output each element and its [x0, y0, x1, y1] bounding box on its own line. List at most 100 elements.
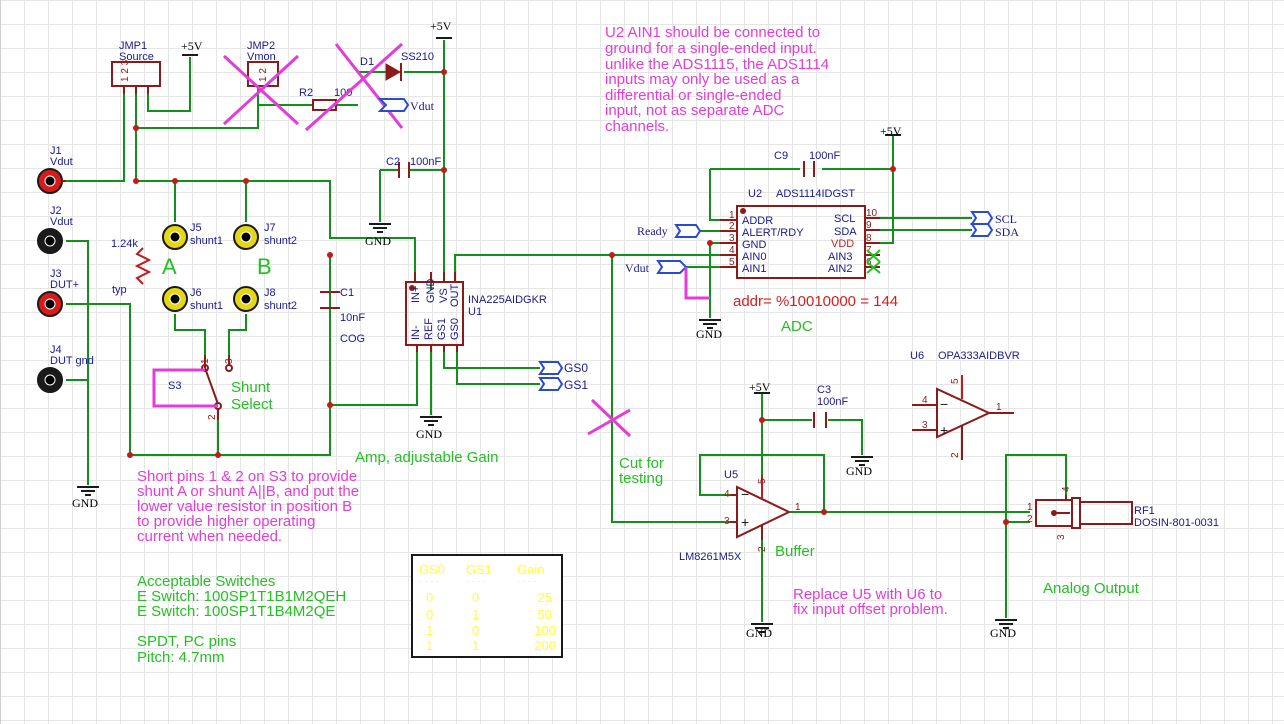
shunt-note: typ [112, 284, 127, 296]
u2-pinnum-9: 9 [866, 220, 872, 231]
j1-connector[interactable]: J1 Vdut [37, 145, 73, 194]
gnd-label: GND [416, 427, 442, 441]
j3-connector[interactable]: J3 DUT+ [37, 268, 79, 317]
scl-port[interactable]: SCL [970, 211, 1017, 226]
j8-ref: J8 [264, 287, 276, 299]
u2-pinnum-1: 1 [729, 210, 735, 221]
svg-text:shunt A or shunt A||B, and put: shunt A or shunt A||B, and put the [137, 483, 359, 500]
u1-ina225[interactable]: IN+ GND VS IN- REF GS1 GS0 OUT INA225AID… [405, 272, 547, 352]
d1-diode[interactable]: D1 SS210 [304, 42, 434, 132]
rf1-connector[interactable]: 1 2 4 3 RF1 DOSIN-801-0031 [1027, 486, 1219, 540]
svg-text:3: 3 [1056, 534, 1067, 540]
r2-ref: R2 [299, 87, 313, 99]
c9-ref: C9 [774, 150, 788, 162]
s3-pin2: 2 [207, 414, 218, 420]
cut-mark [587, 408, 631, 436]
gnd-label: GND [746, 626, 772, 640]
j2-connector[interactable]: J2 Vdut [37, 205, 73, 254]
rf1-ref: RF1 [1134, 505, 1155, 517]
jmp2-header[interactable]: JMP2 Vmon 1 2 [222, 40, 300, 126]
u6-opamp[interactable]: − + U6 OPA333AIDBVR 4 3 1 5 2 [910, 350, 1020, 460]
gain-cell: 0 [426, 590, 433, 605]
u1-pin-gs1: GS1 [436, 318, 448, 340]
amp-label: Amp, adjustable Gain [355, 449, 498, 466]
j6-jack[interactable]: J6 shunt1 [162, 286, 223, 312]
shunt-value: 1.24k [111, 238, 138, 250]
jmp1-ref: JMP1 [119, 40, 147, 52]
u1-pin-out: OUT [449, 284, 461, 308]
j8-jack[interactable]: J8 shunt2 [233, 286, 297, 312]
buffer-label: Buffer [775, 543, 815, 560]
gnd-label: GND [72, 496, 98, 510]
r2-resistor[interactable]: R2 100 [299, 87, 352, 111]
gain-cell: 0 [426, 607, 433, 622]
u2-pin-ain3: AIN3 [828, 251, 852, 263]
rf1-value: DOSIN-801-0031 [1134, 517, 1219, 529]
gnd-label: GND [990, 626, 1016, 640]
svg-text:Short pins 1 & 2 on S3 to prov: Short pins 1 & 2 on S3 to provide [137, 468, 357, 485]
gain-cell: 200 [534, 638, 556, 653]
gain-cell: 50 [538, 607, 552, 622]
ready-port[interactable]: Ready [637, 224, 702, 238]
sda-port[interactable]: SDA [970, 223, 1019, 239]
u2-pinnum-8: 8 [866, 233, 872, 244]
svg-text:3: 3 [724, 516, 730, 527]
gs1-port-label: GS1 [564, 378, 588, 392]
wires [66, 40, 1067, 622]
gs0-port[interactable]: GS0 [538, 361, 588, 375]
u2-ref: U2 [748, 188, 762, 200]
gnd-label: GND [696, 327, 722, 341]
c3-ref: C3 [817, 384, 831, 396]
s3-switch[interactable]: 1 3 2 S3 [152, 355, 235, 420]
svg-text:1: 1 [795, 502, 801, 513]
gs1-port[interactable]: GS1 [538, 377, 588, 392]
j4-ref: J4 [50, 344, 62, 356]
j3-ref: J3 [50, 268, 62, 280]
sda-port-label: SDA [995, 225, 1019, 239]
svg-text:Replace U5 with U6 to: Replace U5 with U6 to [793, 586, 942, 603]
gain-cell: 1 [472, 607, 479, 622]
c2-capacitor[interactable]: C2 100nF [386, 156, 441, 178]
svg-text:- - - -: - - - - [466, 576, 486, 586]
svg-text:4: 4 [724, 489, 730, 500]
gnd-rf1: GND [990, 619, 1017, 640]
svg-text:−: − [940, 396, 948, 412]
j7-ref: J7 [264, 222, 276, 234]
adc-label: ADC [781, 318, 813, 335]
shunt-select-label: Shunt Select [231, 379, 274, 413]
replace-note: Replace U5 with U6 to fix input offset p… [793, 586, 948, 618]
j7-jack[interactable]: J7 shunt2 [233, 222, 297, 250]
u2-ads1114[interactable]: U2 ADS1114IDGST ADDR ALERT/RDY GND AIN0 … [720, 188, 881, 279]
j6-value: shunt1 [190, 300, 223, 312]
u5-plus: + [741, 514, 749, 530]
c3-value: 100nF [817, 396, 848, 408]
j4-connector[interactable]: J4 DUT gnd [37, 344, 94, 393]
ready-port-label: Ready [637, 224, 668, 238]
svg-text:Acceptable Switches: Acceptable Switches [137, 573, 275, 590]
u1-pin-inplus: IN+ [410, 286, 422, 303]
u5-opamp[interactable]: − + U5 LM8261M5X 4 3 1 5 2 [679, 469, 801, 563]
c9-capacitor[interactable]: C9 100nF [774, 150, 840, 177]
d1-value: SS210 [401, 51, 434, 63]
jmp1-header[interactable]: JMP1 Source 1 2 3 [111, 40, 161, 94]
j5-jack[interactable]: J5 shunt1 [162, 222, 223, 250]
addr-note: addr= %10010000 = 144 [733, 293, 898, 310]
jmp2-ref: JMP2 [247, 40, 275, 52]
svg-text:Select: Select [231, 396, 274, 413]
svg-text:1: 1 [1027, 502, 1033, 513]
switches-note: Acceptable Switches E Switch: 100SP1T1B1… [137, 573, 346, 666]
svg-text:1: 1 [996, 402, 1002, 413]
j5-value: shunt1 [190, 235, 223, 247]
short-pins-note: Short pins 1 & 2 on S3 to provide shunt … [137, 468, 359, 545]
s3-pin3: 3 [224, 358, 235, 364]
svg-text:fix input offset problem.: fix input offset problem. [793, 601, 948, 618]
c3-capacitor[interactable]: C3 100nF [813, 384, 848, 428]
vdut-port-u2[interactable]: Vdut [625, 260, 688, 275]
svg-text:2: 2 [950, 452, 961, 458]
vdut-port-top[interactable]: Vdut [377, 98, 435, 113]
c1-capacitor[interactable]: C1 10nF COG [320, 287, 365, 345]
vcc-label: +5V [181, 39, 203, 53]
note-line: input, not as separate ADC [605, 102, 784, 119]
note-line: differential or single-ended [605, 87, 782, 104]
